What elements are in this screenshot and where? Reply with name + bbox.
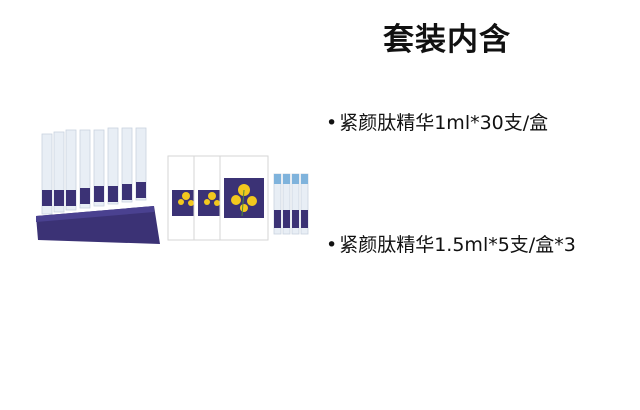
list-item: •紧颜肽精华1ml*30支/盒 [326, 108, 548, 135]
item-text: 紧颜肽精华1ml*30支/盒 [339, 112, 549, 134]
page-title: 套装内含 [383, 22, 511, 58]
list-item: •紧颜肽精华1.5ml*5支/盒*3 [326, 230, 576, 257]
vial-tray [36, 127, 160, 244]
bullet-icon: • [326, 234, 338, 256]
bullet-icon: • [326, 112, 338, 134]
small-boxes [167, 155, 269, 241]
product-set-image [36, 127, 309, 244]
item-text: 紧颜肽精华1.5ml*5支/盒*3 [339, 234, 576, 256]
small-vials [273, 173, 309, 235]
